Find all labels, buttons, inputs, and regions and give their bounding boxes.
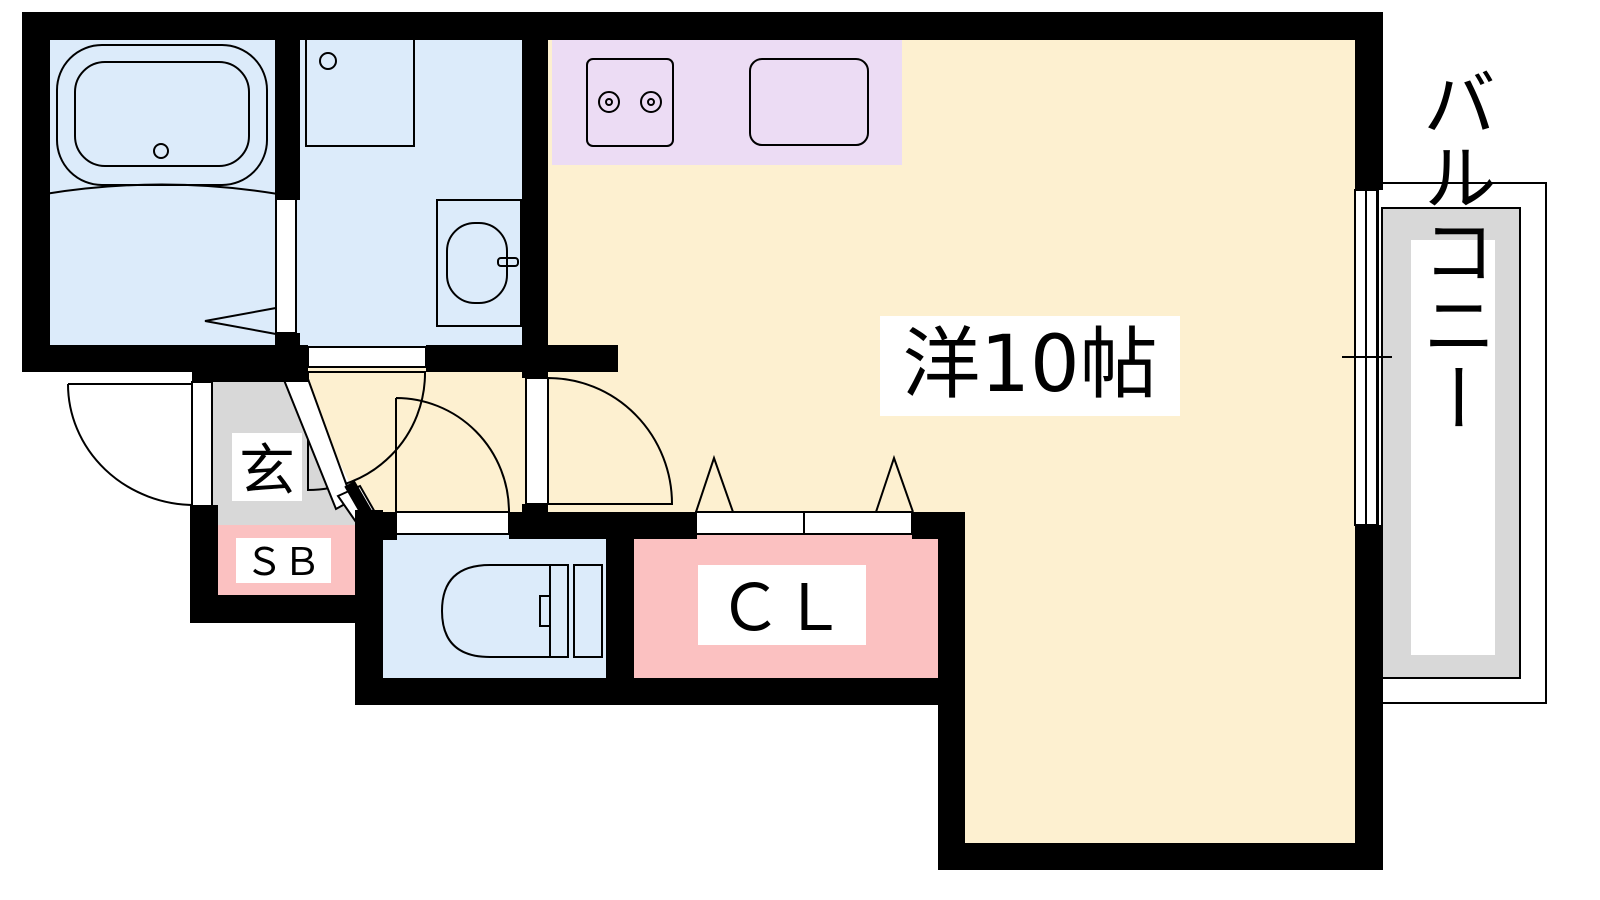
closet-label: ＣＬ [718, 572, 846, 646]
front-door-swing [67, 383, 196, 507]
toilet-door-swing [395, 397, 511, 513]
western-room-label-bg [880, 316, 1180, 416]
closet-label-bg [698, 565, 866, 645]
entrance-label-bg [232, 433, 302, 501]
toilet-area [370, 535, 620, 695]
balcony-label: バルコニー [1410, 65, 1496, 435]
western-room-label: 洋10帖 [902, 320, 1157, 410]
room-labels: 洋10帖 ＣＬ 玄 ＳＢ バルコニー [232, 65, 1496, 655]
stove [586, 58, 674, 147]
wash-basin [436, 199, 522, 327]
room-door-swing [547, 377, 674, 505]
balcony-label-bg [1411, 240, 1495, 655]
room-fills [40, 30, 1520, 855]
doors [67, 189, 1392, 535]
western-room-area [535, 30, 1370, 855]
entrance-label: 玄 [239, 439, 295, 504]
walls [22, 12, 1383, 870]
shoe-box-label-bg [236, 538, 331, 583]
shoe-box-label: ＳＢ [245, 540, 321, 584]
kitchen-sink [749, 58, 869, 146]
toilet [440, 564, 603, 658]
bathroom-area [40, 30, 285, 360]
